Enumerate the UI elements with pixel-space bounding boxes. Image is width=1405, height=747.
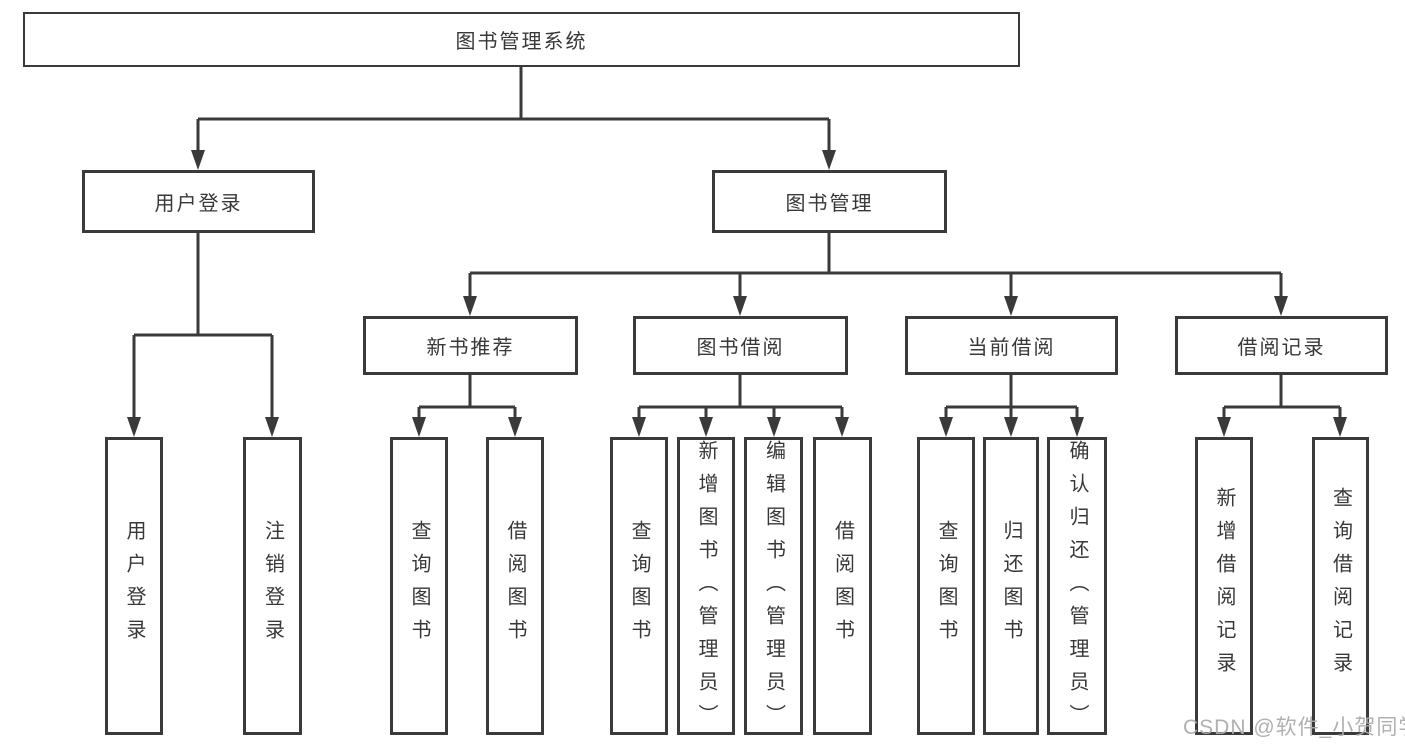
leaf-label: 查询图书: [628, 520, 650, 652]
leaf-user-login: 用户登录: [105, 437, 163, 735]
leaf-edit-book-admin: 编辑图书（管理员）: [744, 437, 803, 737]
node-book-borrow: 图书借阅: [633, 316, 848, 375]
leaf-logout: 注销登录: [243, 437, 302, 735]
leaf-label: 查询图书: [408, 520, 430, 652]
leaf-query-borrow-record: 查询借阅记录: [1312, 437, 1369, 735]
csdn-watermark: CSDN @软件_小贺同学: [1183, 716, 1405, 739]
node-book-management-branch: 图书管理: [712, 170, 947, 233]
leaf-label: 新增图书（管理员）: [695, 440, 717, 737]
leaf-label: 注销登录: [261, 520, 284, 652]
node-new-book-recommend: 新书推荐: [363, 316, 578, 375]
leaf-label: 新增借阅记录: [1213, 487, 1235, 685]
leaf-label: 归还图书: [1000, 520, 1022, 652]
leaf-borrow-book: 借阅图书: [813, 437, 872, 735]
leaf-label: 查询借阅记录: [1329, 487, 1352, 685]
arrowheads: [127, 150, 1347, 437]
node-borrow-record: 借阅记录: [1175, 316, 1388, 375]
leaf-borrow-book-recommend: 借阅图书: [486, 437, 544, 735]
leaf-label: 用户登录: [123, 520, 145, 652]
leaf-label: 查询图书: [935, 520, 957, 652]
leaf-label: 借阅图书: [831, 520, 854, 652]
leaf-confirm-return-admin: 确认归还（管理员）: [1047, 437, 1107, 737]
node-current-borrow: 当前借阅: [905, 316, 1118, 375]
node-root-system: 图书管理系统: [23, 12, 1020, 67]
leaf-query-book-recommend: 查询图书: [390, 437, 448, 735]
leaf-add-borrow-record: 新增借阅记录: [1195, 437, 1253, 735]
leaf-query-book-current: 查询图书: [917, 437, 975, 735]
leaf-label: 编辑图书（管理员）: [762, 440, 785, 737]
leaf-label: 借阅图书: [504, 520, 526, 652]
node-user-login-branch: 用户登录: [82, 170, 315, 233]
leaf-label: 确认归还（管理员）: [1066, 440, 1088, 737]
leaf-return-book: 归还图书: [983, 437, 1039, 735]
leaf-add-book-admin: 新增图书（管理员）: [677, 437, 735, 737]
leaf-query-book-borrow: 查询图书: [610, 437, 668, 735]
